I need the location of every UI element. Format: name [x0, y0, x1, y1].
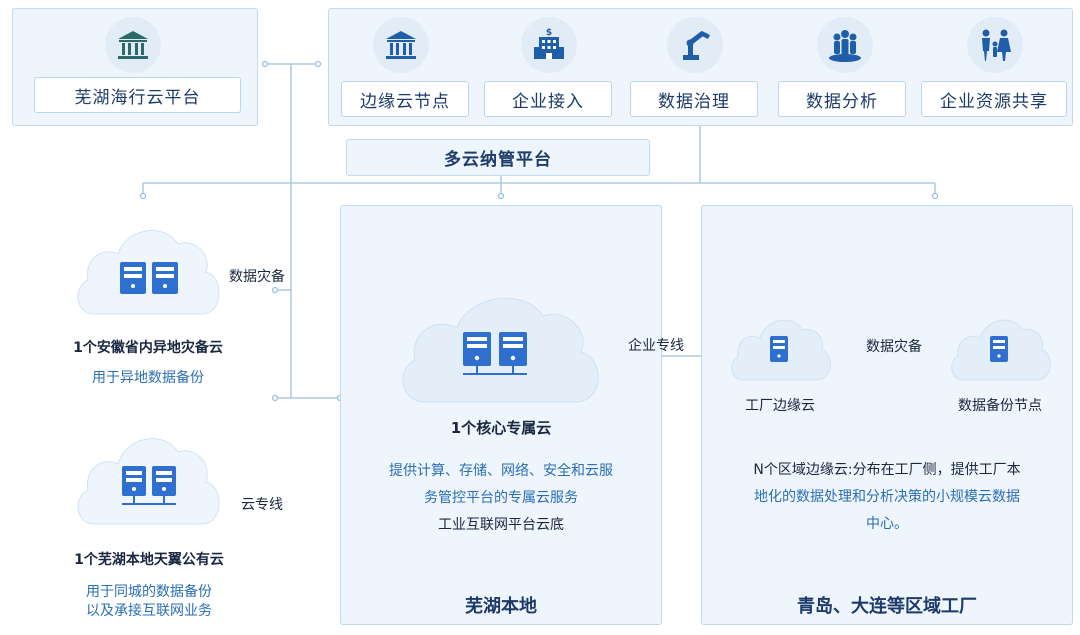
factory-edge-cloud-icon — [731, 319, 831, 381]
factory-edge-cloud-label: 工厂边缘云 — [745, 398, 815, 414]
regional-panel: 工厂边缘云 数据灾备 数据备份节点 N个区域边缘云:分布在工厂侧，提供工厂本 地… — [701, 205, 1073, 625]
svg-text:$: $ — [546, 28, 552, 38]
enterprise-line-label: 企业专线 — [628, 338, 684, 354]
core-cloud-desc-3: 工业互联网平台云底 — [438, 517, 564, 533]
bank-icon — [105, 17, 161, 73]
regional-backup-link-label: 数据灾备 — [866, 339, 922, 355]
local-footer: 芜湖本地 — [465, 596, 537, 617]
server-icon — [990, 336, 1008, 362]
service-data-analysis[interactable]: 数据分析 — [778, 81, 906, 117]
backup-node-cloud-icon — [951, 319, 1051, 381]
service-enterprise-access[interactable]: 企业接入 — [484, 81, 612, 117]
disaster-cloud-title: 1个安徽省内异地灾备云 — [73, 340, 223, 356]
public-cloud-subtitle-1: 用于同城的数据备份 — [86, 584, 212, 600]
backup-node-label: 数据备份节点 — [958, 398, 1042, 414]
people-group-icon — [817, 17, 873, 73]
disaster-cloud-subtitle: 用于异地数据备份 — [92, 370, 204, 386]
family-icon — [967, 17, 1023, 73]
core-cloud-title: 1个核心专属云 — [450, 419, 552, 437]
core-cloud-desc-1: 提供计算、存储、网络、安全和云服 — [389, 463, 613, 479]
public-cloud-link-label: 云专线 — [241, 497, 283, 513]
platform-title[interactable]: 芜湖海行云平台 — [34, 77, 241, 113]
public-cloud-icon — [77, 438, 220, 525]
local-panel: 1个核心专属云 提供计算、存储、网络、安全和云服 务管控平台的专属云服务 工业互… — [340, 205, 662, 625]
disaster-cloud-icon — [77, 230, 220, 315]
core-cloud-desc-2: 务管控平台的专属云服务 — [424, 490, 578, 506]
service-edge-cloud-node[interactable]: 边缘云节点 — [341, 81, 469, 117]
regional-desc-1: N个区域边缘云:分布在工厂侧，提供工厂本 — [753, 462, 1021, 478]
enterprise-building-icon: $ — [521, 17, 577, 73]
regional-desc-3: 中心。 — [866, 516, 908, 532]
core-cloud-icon — [402, 297, 599, 403]
regional-desc-2: 地化的数据处理和分析决策的小规模云数据 — [754, 489, 1020, 505]
platform-panel: 芜湖海行云平台 — [12, 8, 258, 126]
server-icon — [463, 332, 527, 375]
multicloud-platform-bar[interactable]: 多云纳管平台 — [346, 139, 650, 176]
service-resource-sharing[interactable]: 企业资源共享 — [921, 81, 1067, 117]
services-panel: $ 边缘云节点 企业接入 数据治理 数据分析 企业资源共享 — [328, 8, 1073, 126]
server-icon — [770, 336, 788, 362]
regional-footer: 青岛、大连等区域工厂 — [797, 596, 977, 617]
public-cloud-subtitle-2: 以及承接互联网业务 — [86, 603, 212, 619]
server-icon — [122, 466, 176, 505]
robot-arm-icon — [667, 17, 723, 73]
disaster-link-label: 数据灾备 — [229, 269, 285, 285]
public-cloud-title: 1个芜湖本地天翼公有云 — [74, 552, 224, 568]
service-data-governance[interactable]: 数据治理 — [630, 81, 758, 117]
server-icon — [120, 262, 178, 294]
bank-icon — [373, 17, 429, 73]
